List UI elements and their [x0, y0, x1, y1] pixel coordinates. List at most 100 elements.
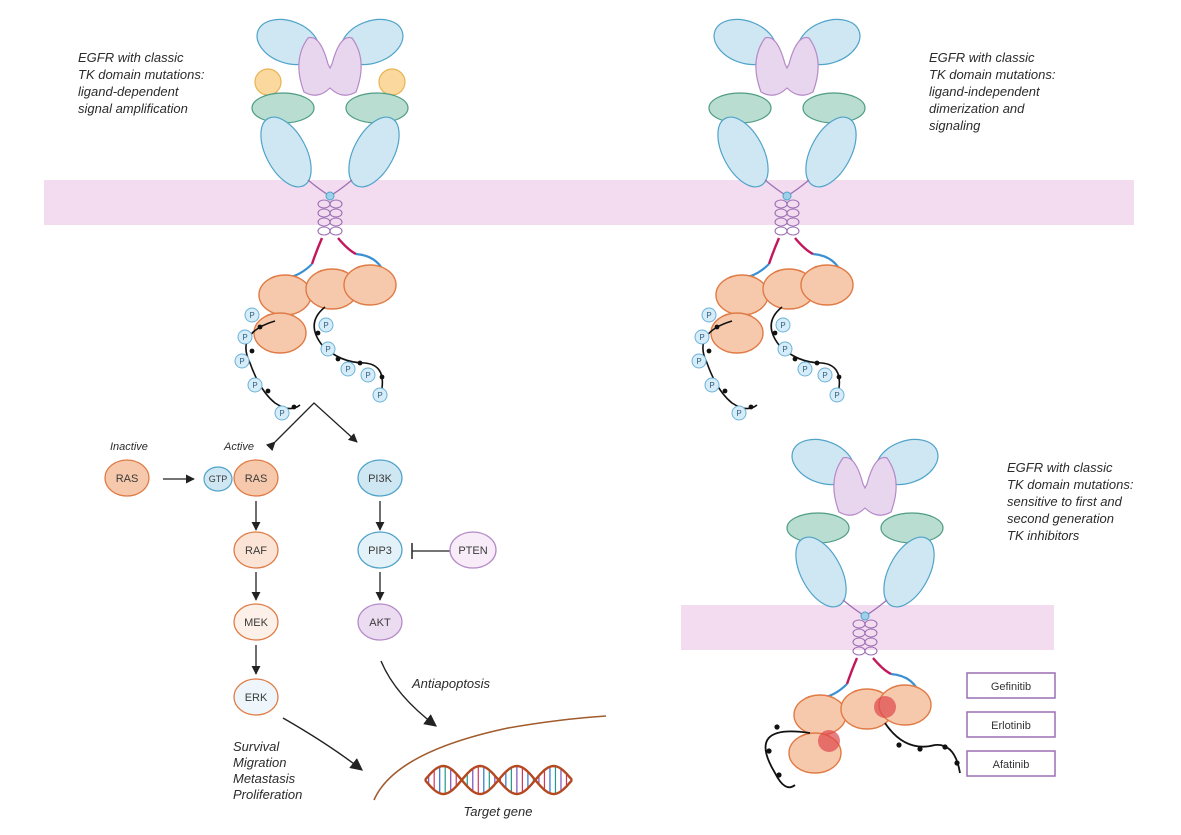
tail-residue — [954, 760, 960, 766]
tm-crossing-point — [860, 611, 870, 621]
phosphate-group — [797, 361, 813, 377]
phosphate-group — [360, 367, 376, 383]
egfr-dimer-inhibitor-sensitive — [764, 438, 961, 789]
tm-helix-turn — [329, 217, 343, 227]
arrow-erk-target — [282, 717, 363, 771]
egf-ligand — [378, 68, 406, 96]
svg-text:PI3K: PI3K — [368, 473, 393, 485]
phosphate-group — [244, 307, 260, 323]
node-raf: RAF — [233, 531, 279, 569]
c-terminal-tail — [313, 306, 384, 389]
domain-4-lobe — [717, 116, 769, 188]
phosphate-label: P — [780, 321, 785, 330]
node-pip3: PIP3 — [357, 531, 403, 569]
svg-text:Gefinitib: Gefinitib — [991, 681, 1031, 693]
tm-helix-turn — [317, 226, 331, 236]
tail-residue — [748, 404, 754, 410]
tail-residue — [774, 724, 780, 730]
tm-helix-turn — [786, 199, 800, 209]
tail-residue — [896, 742, 902, 748]
svg-text:RAF: RAF — [245, 545, 267, 557]
tm-helix-turn — [774, 226, 788, 236]
phosphate-group — [777, 341, 793, 357]
svg-text:ERK: ERK — [245, 692, 268, 704]
domain-3-lobe — [880, 512, 944, 544]
svg-text:RAS: RAS — [245, 473, 268, 485]
tm-helix-turn — [329, 226, 343, 236]
tail-residue — [335, 356, 341, 362]
tail-residue — [257, 324, 263, 330]
dna-target-gene — [424, 764, 573, 796]
node-gtp: GTP — [203, 466, 233, 492]
phosphate-group — [247, 377, 263, 393]
node-akt: AKT — [357, 603, 403, 641]
tm-helix-turn — [864, 646, 878, 656]
phosphate-label: P — [834, 391, 839, 400]
phosphate-group — [817, 367, 833, 383]
juxtamembrane-linker — [872, 657, 892, 676]
phosphate-label: P — [249, 311, 254, 320]
tail-residue — [766, 748, 772, 754]
phosphate-group — [701, 307, 717, 323]
domain-4-lobe — [795, 536, 847, 608]
phosphate-label: P — [822, 371, 827, 380]
split-connector — [265, 402, 358, 452]
phosphate-label: P — [325, 345, 330, 354]
phosphate-group — [731, 405, 747, 421]
kinase-domain-lobe — [710, 312, 764, 354]
juxtamembrane-linker — [794, 237, 814, 256]
svg-text:MEK: MEK — [244, 617, 269, 629]
svg-text:RAS: RAS — [116, 473, 139, 485]
caption-ligand-independent: EGFR with classic TK domain mutations: l… — [929, 50, 1059, 133]
tail-residue — [814, 360, 820, 366]
node-pi3k: PI3K — [357, 459, 403, 497]
tm-helix-turn — [864, 628, 878, 638]
domain-3-lobe — [345, 92, 409, 124]
tm-helix-turn — [786, 208, 800, 218]
juxtamembrane-linker — [767, 237, 781, 265]
phosphate-label: P — [252, 381, 257, 390]
kinase-domain-lobe — [253, 312, 307, 354]
tail-residue — [249, 348, 255, 354]
svg-text:PIP3: PIP3 — [368, 545, 392, 557]
tail-residue — [706, 348, 712, 354]
phosphate-label: P — [802, 365, 807, 374]
tm-helix-turn — [329, 199, 343, 209]
phosphate-group — [320, 341, 336, 357]
phosphate-label: P — [239, 357, 244, 366]
dimerization-arm — [755, 36, 819, 96]
drug-gefitinib: Gefinitib — [966, 672, 1056, 699]
tm-crossing-point — [782, 191, 792, 201]
domain-3-lobe — [802, 92, 866, 124]
svg-text:AKT: AKT — [369, 617, 391, 629]
phosphate-group — [340, 361, 356, 377]
inactive-label: Inactive — [110, 441, 148, 453]
drug-erlotinib: Erlotinib — [966, 711, 1056, 738]
nuclear-envelope — [373, 715, 607, 801]
tm-helix-turn — [864, 619, 878, 629]
tail-residue — [714, 324, 720, 330]
membrane-top — [44, 180, 1134, 225]
tm-helix-turn — [329, 208, 343, 218]
phosphate-label: P — [696, 357, 701, 366]
caption-ligand-dependent: EGFR with classic TK domain mutations: l… — [78, 50, 208, 116]
erk-effects-label: Survival Migration Metastasis Proliferat… — [233, 739, 302, 802]
phosphate-label: P — [242, 333, 247, 342]
phosphate-label: P — [782, 345, 787, 354]
tail-residue — [792, 356, 798, 362]
phosphate-group — [372, 387, 388, 403]
dimerization-arm — [833, 456, 897, 516]
tm-crossing-point — [325, 191, 335, 201]
domain-3-lobe — [251, 92, 315, 124]
kinase-domain-lobe — [793, 694, 847, 736]
inhibitor-binding-site — [874, 696, 896, 718]
domain-4-lobe — [260, 116, 312, 188]
tm-helix-turn — [786, 226, 800, 236]
juxtamembrane-linker — [337, 237, 357, 256]
phosphate-label: P — [323, 321, 328, 330]
juxtamembrane-linker — [845, 657, 859, 685]
